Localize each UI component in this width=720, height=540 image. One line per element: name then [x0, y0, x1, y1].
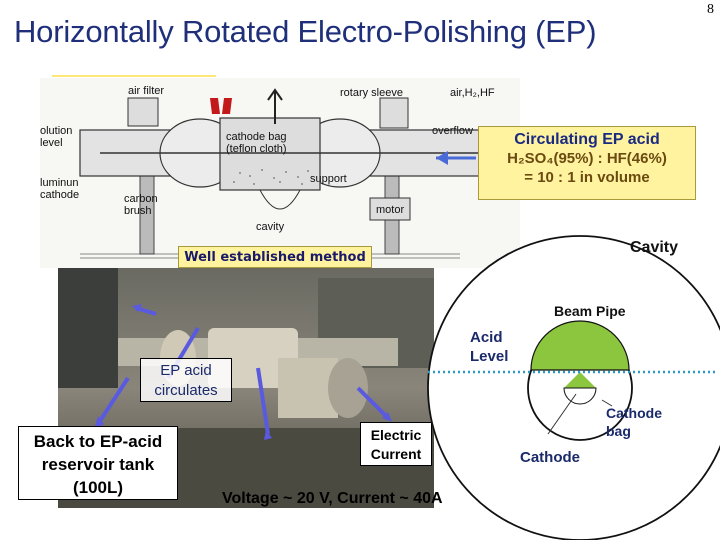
schematic-label-cathode-bag-line: (teflon cloth): [226, 143, 287, 155]
cathode-bag-line-0: Cathode: [606, 405, 662, 421]
schematic-label-solution-level-line: level: [40, 137, 63, 149]
schematic-label-aluminum-cathode: luminun cathode: [40, 177, 82, 201]
acid-level-line-0: Acid: [470, 329, 503, 346]
cathode-bag-line-1: bag: [606, 423, 631, 439]
electric-current-callout: Electric Current: [360, 422, 432, 466]
schematic-label-motor: motor: [376, 204, 404, 216]
cathode-bag-shape: [530, 320, 630, 371]
schematic-label-rotary-sleeve: rotary sleeve: [340, 87, 403, 99]
cathode-stem: [564, 372, 596, 388]
schematic-label-carbon-brush: carbon brush: [124, 193, 161, 217]
page-number: 8: [707, 2, 714, 17]
slide-title: Horizontally Rotated Electro-Polishing (…: [14, 14, 597, 49]
schematic-label-solution-level: olution level: [40, 125, 75, 149]
cathode-label: Cathode: [520, 449, 580, 466]
cathode-pointer: [547, 393, 577, 435]
schematic-label-overflow: overflow: [432, 125, 473, 137]
circulating-ep-acid-box: Circulating EP acid H₂SO₄(95%) : HF(46%)…: [478, 126, 696, 200]
acid-level-line-1: Level: [470, 348, 508, 365]
schematic-label-cathode-bag: cathode bag (teflon cloth): [226, 131, 290, 155]
schematic-label-carbon-brush-line: carbon: [124, 193, 158, 205]
back-to-reservoir-callout: Back to EP-acid reservoir tank (100L): [18, 426, 178, 500]
schematic-label-air-filter: air filter: [128, 85, 164, 97]
schematic-label-cathode-bag-line: cathode bag: [226, 131, 287, 143]
schematic-label-aluminum-cathode-line: cathode: [40, 189, 79, 201]
schematic-label-gases: air,H₂,HF: [450, 87, 495, 99]
cavity-label: Cavity: [630, 239, 678, 256]
acid-box-title: Circulating EP acid: [514, 131, 660, 148]
schematic-label-solution-level-line: olution: [40, 125, 72, 137]
cathode-bag-label: Cathode bag: [606, 405, 666, 439]
cathode-bag-pointer: [601, 399, 613, 407]
schematic-label-cavity: cavity: [256, 221, 285, 233]
ep-schematic-drawing: air filter rotary sleeve air,H₂,HF oluti…: [40, 78, 520, 268]
acid-box-ratio: = 10 : 1 in volume: [524, 168, 650, 186]
schematic-label-carbon-brush-line: brush: [124, 205, 152, 217]
schematic-label-aluminum-cathode-line: luminun: [40, 177, 79, 189]
title-underline: [52, 75, 216, 77]
voltage-current-text: Voltage ~ 20 V, Current ~ 40A: [222, 490, 443, 507]
acid-box-formula: H₂SO₄(95%) : HF(46%): [507, 150, 667, 167]
cavity-cross-section: Cavity Beam Pipe Acid Level Cathode Cath…: [427, 235, 720, 540]
ep-acid-circulates-callout: EP acid circulates: [140, 358, 232, 402]
acid-level-label: Acid Level: [470, 329, 508, 365]
schematic-label-support: support: [310, 173, 347, 185]
well-established-label: Well established method: [178, 246, 372, 268]
beam-pipe-label: Beam Pipe: [554, 303, 626, 319]
